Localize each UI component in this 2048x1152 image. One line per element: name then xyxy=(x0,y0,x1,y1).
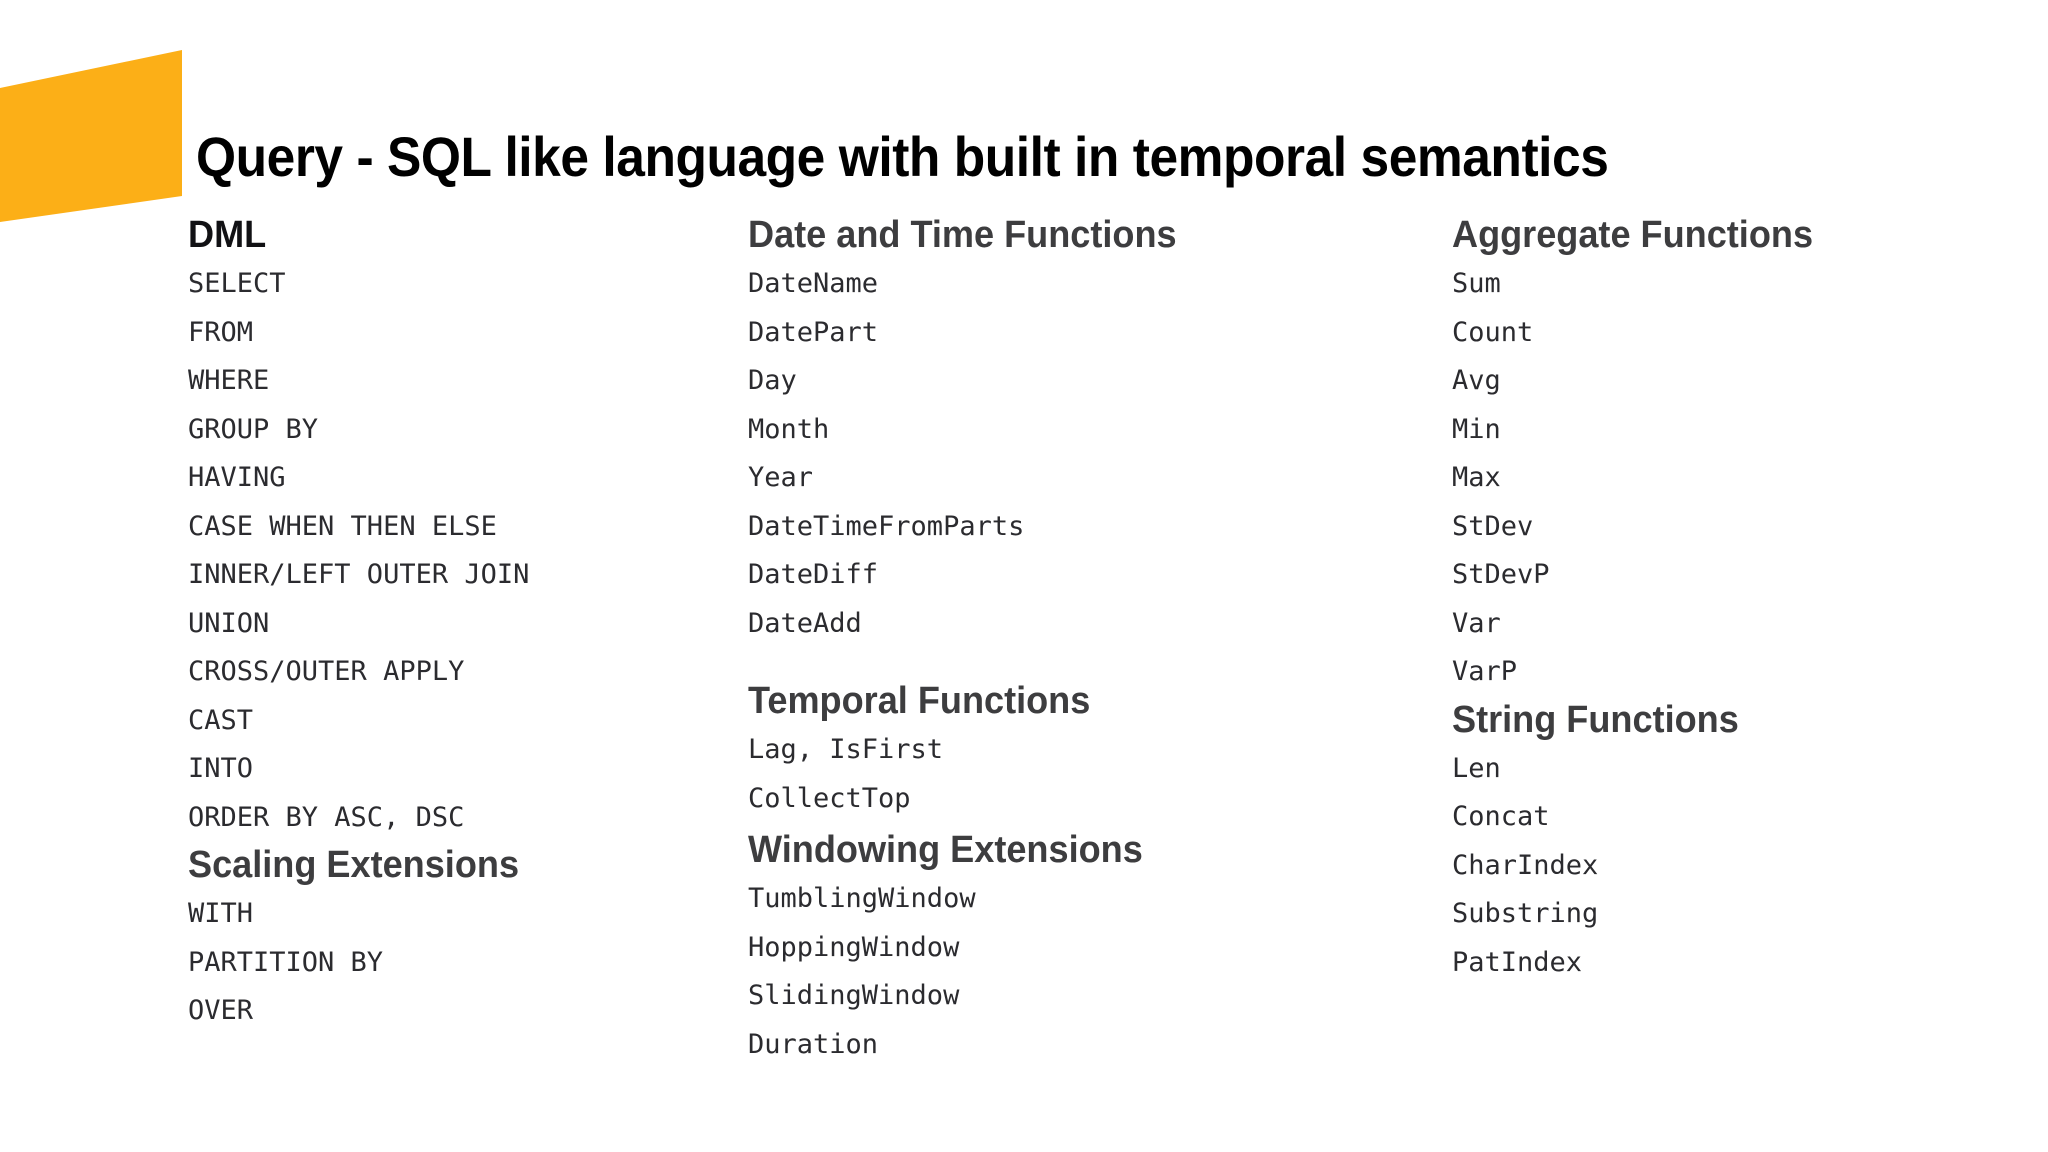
list-item: HoppingWindow xyxy=(748,931,960,963)
accent-quadrilateral-icon xyxy=(0,50,182,222)
list-item: WHERE xyxy=(188,365,270,396)
list-item: Len xyxy=(1452,752,1501,784)
list-item: CollectTop xyxy=(748,782,911,814)
list-item: SlidingWindow xyxy=(748,980,960,1011)
section-scaling-extensions: Scaling Extensions WITH PARTITION BY OVE… xyxy=(188,842,728,1036)
column-dml: DML SELECT FROM WHERE GROUP BY HAVING CA… xyxy=(188,212,728,1036)
list-item: Month xyxy=(748,413,830,445)
section-heading-date-and-time-functions: Date and Time Functions xyxy=(748,214,1177,256)
page-title: Query - SQL like language with built in … xyxy=(196,124,1609,188)
list-item: CASE WHEN THEN ELSE xyxy=(188,510,497,542)
item-list-string-functions: Len Concat CharIndex Substring PatIndex xyxy=(1452,745,2012,988)
list-item: Var xyxy=(1452,607,1501,639)
list-item: DateAdd xyxy=(748,607,862,639)
list-item: OVER xyxy=(188,995,254,1026)
list-item: PatIndex xyxy=(1452,946,1583,978)
reference-columns: DML SELECT FROM WHERE GROUP BY HAVING CA… xyxy=(0,212,2048,1152)
section-date-and-time-functions: Date and Time Functions DateName DatePar… xyxy=(748,212,1408,648)
list-item: Substring xyxy=(1452,898,1599,929)
list-item: DateTimeFromParts xyxy=(748,510,1025,542)
list-item: DatePart xyxy=(748,316,879,348)
list-item: TumblingWindow xyxy=(748,883,976,914)
list-item: Lag, IsFirst xyxy=(748,734,944,765)
list-item: VarP xyxy=(1452,656,1518,687)
list-item: CROSS/OUTER APPLY xyxy=(188,656,465,687)
list-item: ORDER BY ASC, DSC xyxy=(188,801,465,833)
list-item: CAST xyxy=(188,704,254,736)
item-list-temporal-functions: Lag, IsFirst CollectTop xyxy=(748,726,1408,823)
item-list-dml: SELECT FROM WHERE GROUP BY HAVING CASE W… xyxy=(188,260,728,842)
section-windowing-extensions: Windowing Extensions TumblingWindow Hopp… xyxy=(748,827,1408,1069)
list-item: Min xyxy=(1452,413,1501,445)
section-heading-aggregate-functions: Aggregate Functions xyxy=(1452,214,1814,256)
list-item: UNION xyxy=(188,607,270,639)
list-item: Count xyxy=(1452,316,1534,348)
list-item: WITH xyxy=(188,898,254,929)
list-item: StDev xyxy=(1452,510,1534,542)
section-heading-scaling-extensions: Scaling Extensions xyxy=(188,844,520,886)
list-item: Concat xyxy=(1452,801,1550,832)
list-item: Avg xyxy=(1452,365,1501,396)
list-item: CharIndex xyxy=(1452,849,1599,881)
list-item: DateName xyxy=(748,268,879,299)
list-item: PARTITION BY xyxy=(188,946,384,978)
item-list-scaling-extensions: WITH PARTITION BY OVER xyxy=(188,890,728,1036)
section-heading-dml: DML xyxy=(188,214,267,256)
list-item: GROUP BY xyxy=(188,413,319,445)
section-aggregate-functions: Aggregate Functions Sum Count Avg Min Ma… xyxy=(1452,212,2012,697)
list-item: Year xyxy=(748,462,814,493)
section-heading-temporal-functions: Temporal Functions xyxy=(748,680,1091,722)
section-temporal-functions: Temporal Functions Lag, IsFirst CollectT… xyxy=(748,678,1408,823)
list-item: StDevP xyxy=(1452,559,1550,590)
section-string-functions: String Functions Len Concat CharIndex Su… xyxy=(1452,697,2012,988)
item-list-windowing-extensions: TumblingWindow HoppingWindow SlidingWind… xyxy=(748,875,1408,1069)
section-heading-windowing-extensions: Windowing Extensions xyxy=(748,829,1143,871)
list-item: INTO xyxy=(188,753,254,784)
orange-accent-shape xyxy=(0,50,182,230)
list-item: DateDiff xyxy=(748,559,879,590)
column-date-time: Date and Time Functions DateName DatePar… xyxy=(748,212,1408,1069)
list-item: INNER/LEFT OUTER JOIN xyxy=(188,559,530,590)
list-item: FROM xyxy=(188,316,254,348)
list-item: Duration xyxy=(748,1028,879,1060)
section-heading-string-functions: String Functions xyxy=(1452,698,1739,741)
list-item: Sum xyxy=(1452,268,1501,299)
list-item: Max xyxy=(1452,462,1501,493)
item-list-date-and-time-functions: DateName DatePart Day Month Year DateTim… xyxy=(748,260,1408,648)
column-aggregate-string: Aggregate Functions Sum Count Avg Min Ma… xyxy=(1452,212,2012,987)
list-item: SELECT xyxy=(188,268,286,299)
list-item: HAVING xyxy=(188,462,286,493)
section-dml: DML SELECT FROM WHERE GROUP BY HAVING CA… xyxy=(188,212,728,842)
item-list-aggregate-functions: Sum Count Avg Min Max StDev StDevP Var V… xyxy=(1452,260,2012,697)
list-item: Day xyxy=(748,365,797,396)
